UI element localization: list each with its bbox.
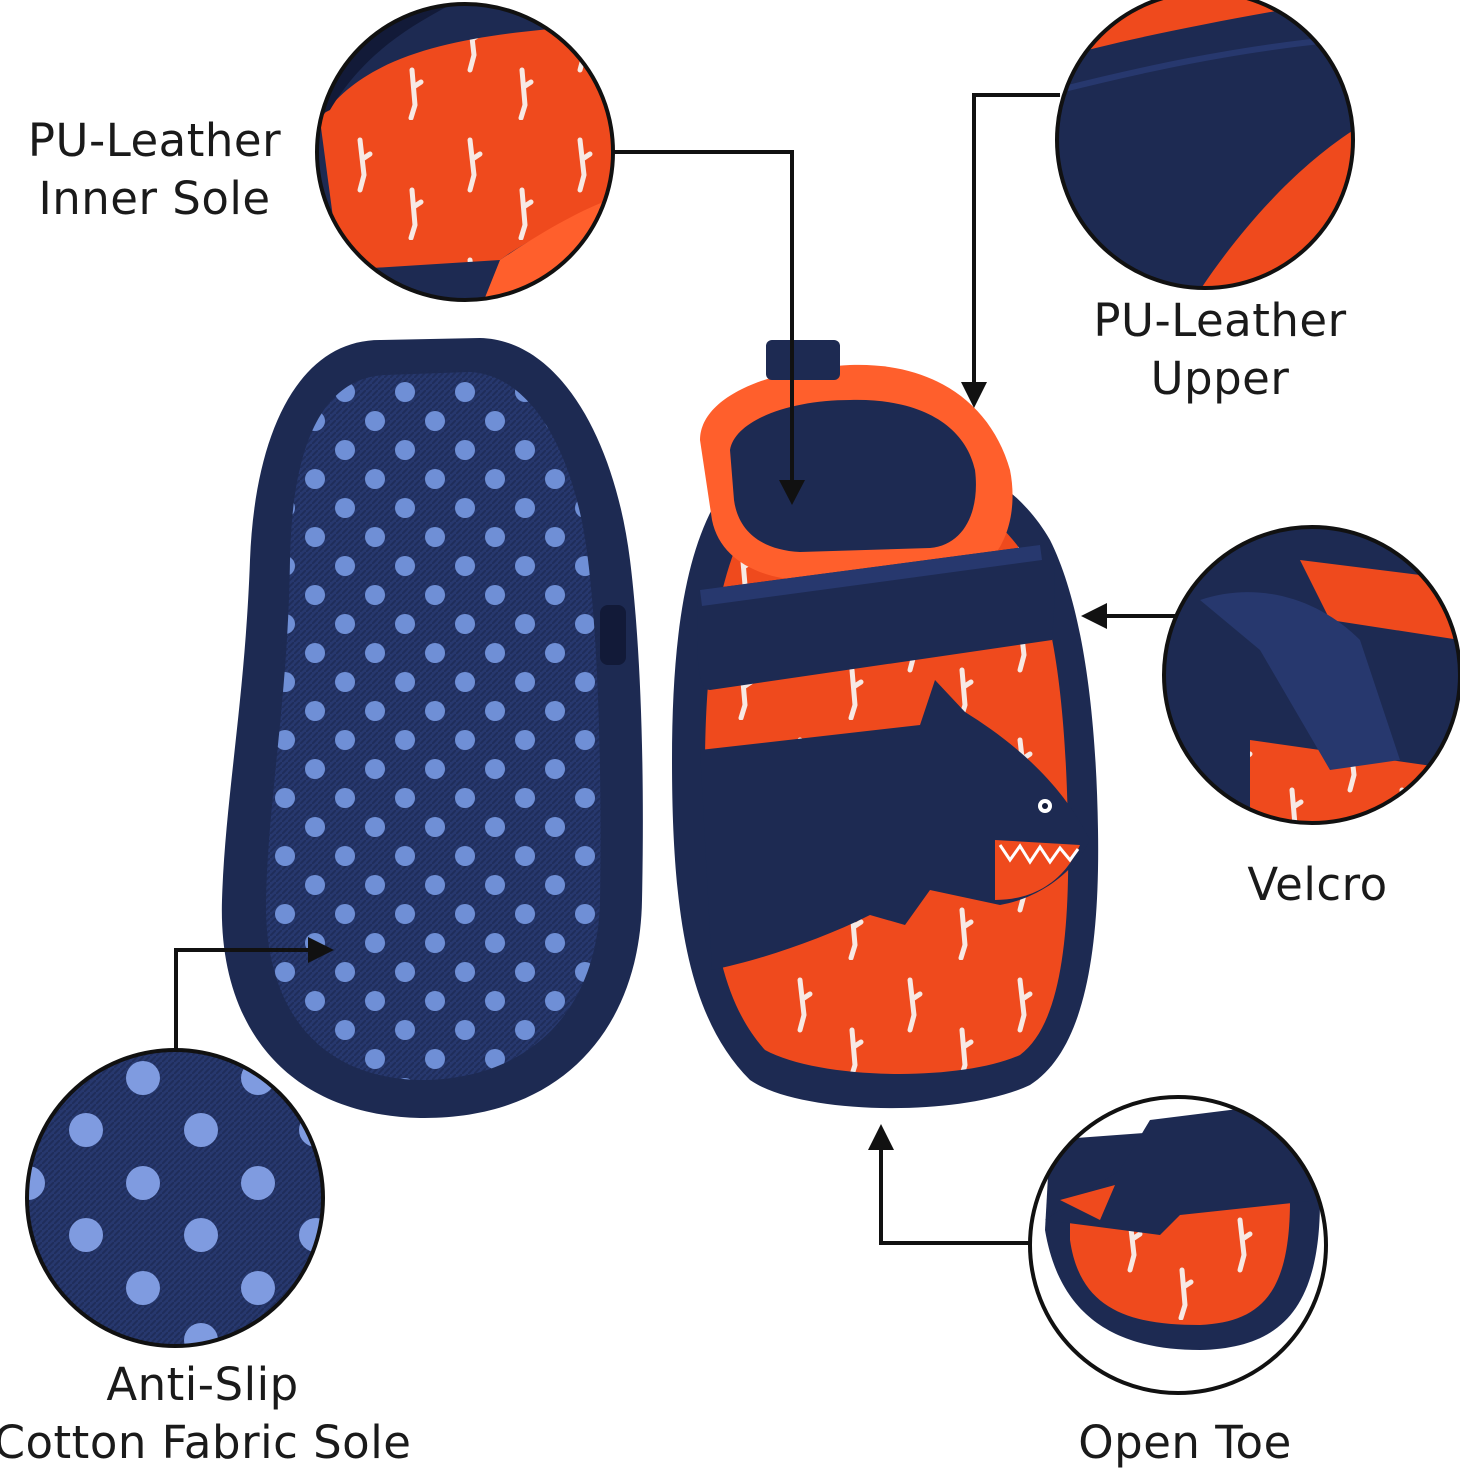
callout-inner-sole-line1: PU-Leather: [27, 114, 282, 167]
callout-upper-line1: PU-Leather: [1093, 294, 1347, 347]
arrow-down-icon: [779, 480, 805, 505]
arrow-up-icon: [868, 1124, 894, 1150]
callout-label-velcro: Velcro: [1220, 856, 1415, 914]
callout-label-inner-sole: PU-Leather Inner Sole: [12, 112, 297, 228]
zoom-circle-sole: [25, 1048, 325, 1348]
arrow-right-icon: [308, 937, 334, 963]
zoom-circle-upper: [1055, 0, 1355, 290]
connector-sole: [174, 948, 312, 1050]
zoom-circle-velcro: [1162, 525, 1460, 825]
callout-label-open-toe: Open Toe: [1050, 1414, 1320, 1472]
arrow-down-icon: [961, 382, 987, 408]
connector-inner-sole: [612, 150, 794, 485]
callout-sole-line2: Cotton Fabric Sole: [0, 1416, 412, 1469]
sandal-shoe-image: [672, 340, 1099, 1109]
connector-upper: [972, 93, 1060, 385]
callout-sole-line1: Anti-Slip: [106, 1358, 299, 1411]
zoom-circle-inner-sole: [315, 2, 615, 302]
zoom-circle-open-toe: [1028, 1095, 1328, 1395]
arrow-left-icon: [1081, 603, 1107, 629]
sole-shoe-image: [221, 338, 643, 1119]
callout-open-toe-line1: Open Toe: [1078, 1416, 1292, 1469]
callout-inner-sole-line2: Inner Sole: [38, 172, 271, 225]
callout-label-upper: PU-Leather Upper: [1070, 292, 1370, 408]
callout-label-sole: Anti-Slip Cotton Fabric Sole: [0, 1356, 415, 1472]
callout-velcro-line1: Velcro: [1247, 858, 1388, 911]
callout-upper-line2: Upper: [1150, 352, 1290, 405]
connector-open-toe: [879, 1148, 1030, 1245]
